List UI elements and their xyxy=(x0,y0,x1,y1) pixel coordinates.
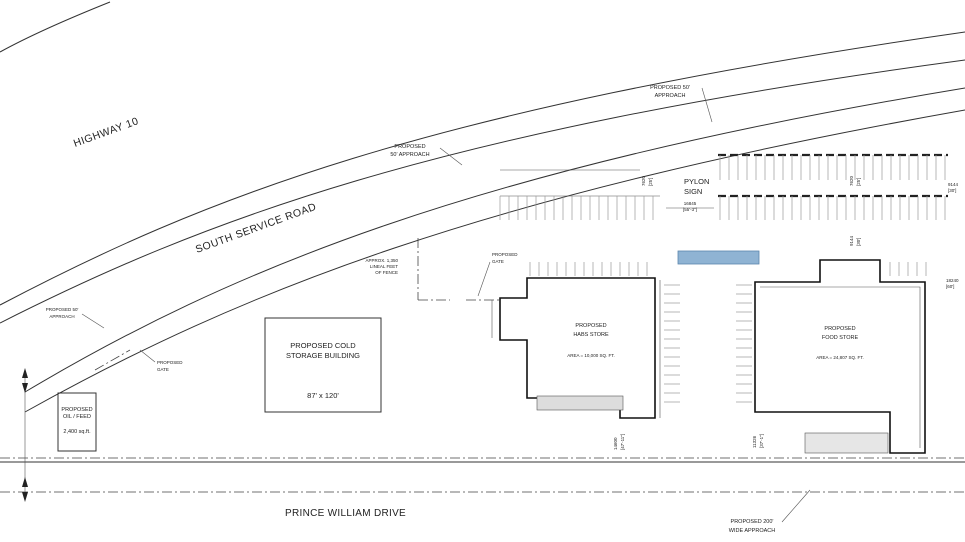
oil-feed-building: PROPOSED OIL / FEED 2,400 sq.ft. xyxy=(57,392,97,452)
parking-rows-north xyxy=(499,153,948,220)
dim-d7-2: [47'-11"] xyxy=(620,434,625,450)
pylon-label-2: SIGN xyxy=(684,187,702,196)
oil-feed-name-1: PROPOSED xyxy=(61,407,92,413)
habs-store-area: AREA = 10,000 SQ. FT. xyxy=(567,353,614,358)
gate-west-2: GATE xyxy=(157,367,169,372)
cold-storage-size: 87' x 120' xyxy=(307,391,339,400)
dim-d3-1: 9144 xyxy=(849,235,854,246)
gate-west-1: PROPOSED xyxy=(157,360,183,365)
cold-storage-name-2: STORAGE BUILDING xyxy=(286,351,360,360)
prince-william-drive-lines xyxy=(0,457,965,493)
prince-william-drive-label: PRINCE WILLIAM DRIVE xyxy=(285,508,406,519)
fence-label-1: APPROX. 1,350 xyxy=(365,258,398,263)
dim-d6-2: [37'-1"] xyxy=(759,434,764,448)
food-store-area: AREA = 24,807 SQ. FT. xyxy=(816,355,863,360)
dim-d3-2: [30'] xyxy=(856,238,861,246)
gate-mid-2: GATE xyxy=(492,259,504,264)
habs-store-name-2: HABS STORE xyxy=(573,332,609,338)
highway-10-lines xyxy=(0,1,965,324)
fence-label-3: OF FENCE xyxy=(375,270,398,275)
food-store-building: PROPOSED FOOD STORE AREA = 24,807 SQ. FT… xyxy=(754,259,926,454)
dim-d2-2: [25'] xyxy=(856,178,861,186)
dim-d5-2: [60'] xyxy=(946,284,954,289)
side-parking xyxy=(529,262,927,403)
approach-50-west-1: PROPOSED 50' xyxy=(46,307,79,312)
dim-d6-1: 11326 xyxy=(752,435,757,448)
cold-storage-name-1: PROPOSED COLD xyxy=(290,341,356,350)
oil-feed-name-2: OIL / FEED xyxy=(63,414,91,420)
approach-50-mid-2: 50' APPROACH xyxy=(390,152,429,158)
cold-storage-building: PROPOSED COLD STORAGE BUILDING 87' x 120… xyxy=(264,317,382,413)
approach-50-east-2: APPROACH xyxy=(655,93,686,99)
dim-pylon-1: 16845 xyxy=(684,201,697,206)
gate-mid-1: PROPOSED xyxy=(492,252,518,257)
dimensions: 16845 [55'-3"] 7620 [25'] 7620 [25'] 914… xyxy=(613,175,959,450)
food-store-name-2: FOOD STORE xyxy=(822,335,859,341)
south-service-road-lines xyxy=(24,87,965,413)
highway-10-label: HIGHWAY 10 xyxy=(72,115,140,150)
approach-200-2: WIDE APPROACH xyxy=(729,528,775,534)
approach-50-west-2: APPROACH xyxy=(49,314,74,319)
callouts: PROPOSED 50' APPROACH PROPOSED 50' APPRO… xyxy=(46,85,811,534)
approach-200-1: PROPOSED 200' xyxy=(731,519,774,525)
approach-50-mid-1: PROPOSED xyxy=(394,144,425,150)
dim-d7-1: 14600 xyxy=(613,437,618,450)
dim-d4-2: [30'] xyxy=(948,188,956,193)
oil-feed-area: 2,400 sq.ft. xyxy=(63,429,91,435)
dim-d4-1: 9144 xyxy=(948,182,959,187)
habs-store-name-1: PROPOSED xyxy=(575,323,606,329)
pylon-label-1: PYLON xyxy=(684,177,709,186)
dim-d1-2: [25'] xyxy=(648,178,653,186)
dim-d2-1: 7620 xyxy=(849,175,854,186)
fence-label-2: LINEAL FEET xyxy=(370,264,398,269)
dim-d1-1: 7620 xyxy=(641,175,646,186)
habs-store-building: PROPOSED HABS STORE AREA = 10,000 SQ. FT… xyxy=(491,277,661,419)
property-line-left xyxy=(22,368,28,502)
approach-50-east-1: PROPOSED 50' xyxy=(650,85,690,91)
fence-line xyxy=(417,238,500,301)
highlighted-area xyxy=(677,250,760,265)
dim-d5-1: 18240 xyxy=(946,278,959,283)
dim-pylon-2: [55'-3"] xyxy=(683,207,697,212)
food-store-name-1: PROPOSED xyxy=(824,326,855,332)
